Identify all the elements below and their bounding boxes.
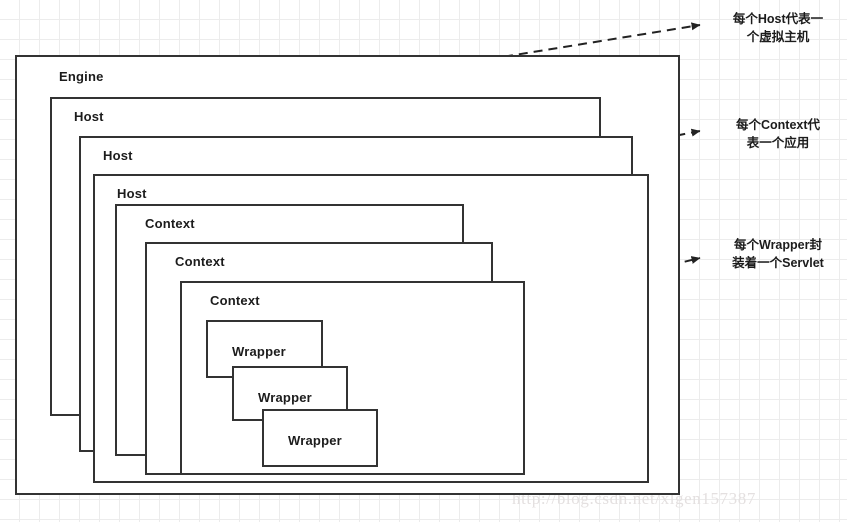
box-wrapper-3[interactable]: Wrapper <box>262 409 378 467</box>
box-context-2-label: Context <box>175 254 225 269</box>
box-wrapper-3-label: Wrapper <box>288 433 342 448</box>
annotation-host: 每个Host代表一 个虚拟主机 <box>732 12 824 45</box>
box-host-1-label: Host <box>74 109 104 124</box>
box-wrapper-2-label: Wrapper <box>258 390 312 405</box>
box-wrapper-1-label: Wrapper <box>232 344 286 359</box>
box-context-1-label: Context <box>145 216 195 231</box>
box-host-2-label: Host <box>103 148 133 163</box>
box-host-3-label: Host <box>117 186 147 201</box>
annotation-context: 每个Context代 表一个应用 <box>735 118 821 151</box>
annotation-wrapper: 每个Wrapper封 装着一个Servlet <box>732 238 824 271</box>
box-engine-label: Engine <box>59 69 104 84</box>
box-context-3-label: Context <box>210 293 260 308</box>
